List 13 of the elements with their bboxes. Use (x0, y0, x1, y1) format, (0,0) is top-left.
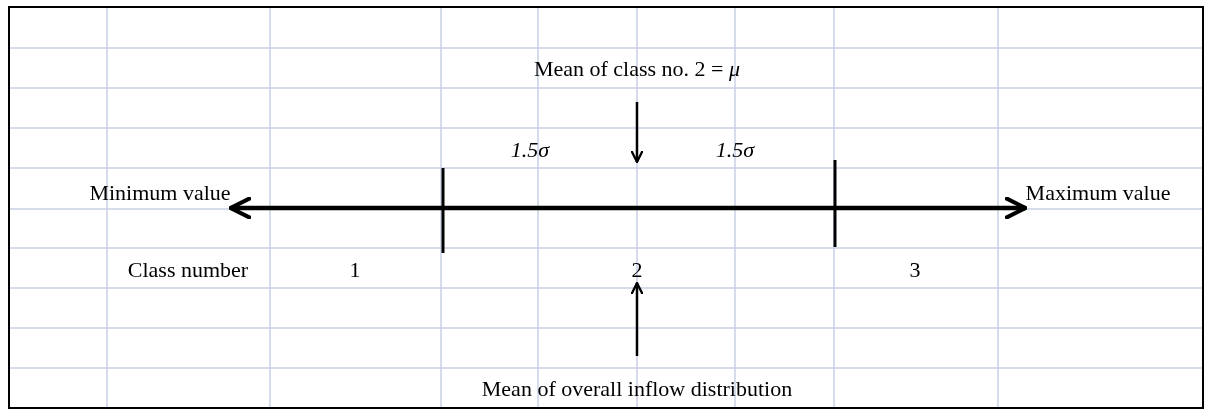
arrow (630, 281, 644, 356)
arrow (630, 102, 644, 164)
node-text: Maximum value (1025, 180, 1171, 206)
node-text: Minimum value (89, 180, 231, 206)
double-arrow (228, 196, 1028, 220)
row-label: Class number (127, 257, 249, 283)
class-number: 1 (349, 257, 361, 283)
class-number: 2 (631, 257, 643, 283)
node-text: Mean of overall inflow distribution (481, 376, 793, 402)
sigma-label: 1.5σ (715, 137, 755, 163)
node-text: Mean of class no. 2 = μ (533, 56, 741, 82)
class-number: 3 (909, 257, 921, 283)
sigma-label: 1.5σ (510, 137, 550, 163)
